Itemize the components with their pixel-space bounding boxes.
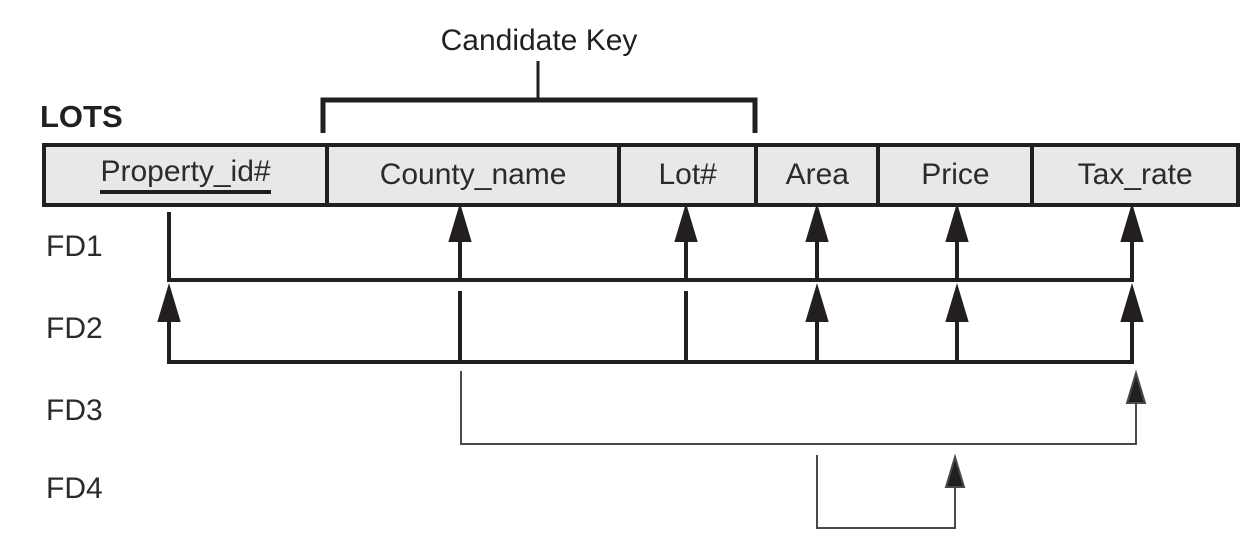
- relation-header-row: Property_id# County_name Lot# Area Price…: [42, 143, 1240, 207]
- column-lot: Lot#: [617, 147, 754, 203]
- candidate-key-bracket: [320, 61, 758, 133]
- fd4-arrow: [816, 453, 966, 529]
- fd2-arrows: [157, 283, 1144, 364]
- primary-key-attribute: Property_id#: [100, 156, 271, 194]
- fd3-label: FD3: [46, 394, 103, 427]
- column-area: Area: [754, 147, 876, 203]
- fd1-label: FD1: [46, 230, 103, 263]
- fd4-label: FD4: [46, 472, 103, 505]
- fd1-arrows: [167, 203, 1144, 282]
- column-county-name: County_name: [325, 147, 617, 203]
- fd3-arrow: [460, 369, 1147, 445]
- candidate-key-label: Candidate Key: [440, 24, 638, 57]
- relation-name: LOTS: [40, 99, 123, 134]
- fd2-label: FD2: [46, 312, 103, 345]
- column-property-id: Property_id#: [46, 147, 325, 203]
- column-price: Price: [876, 147, 1030, 203]
- column-tax-rate: Tax_rate: [1030, 147, 1236, 203]
